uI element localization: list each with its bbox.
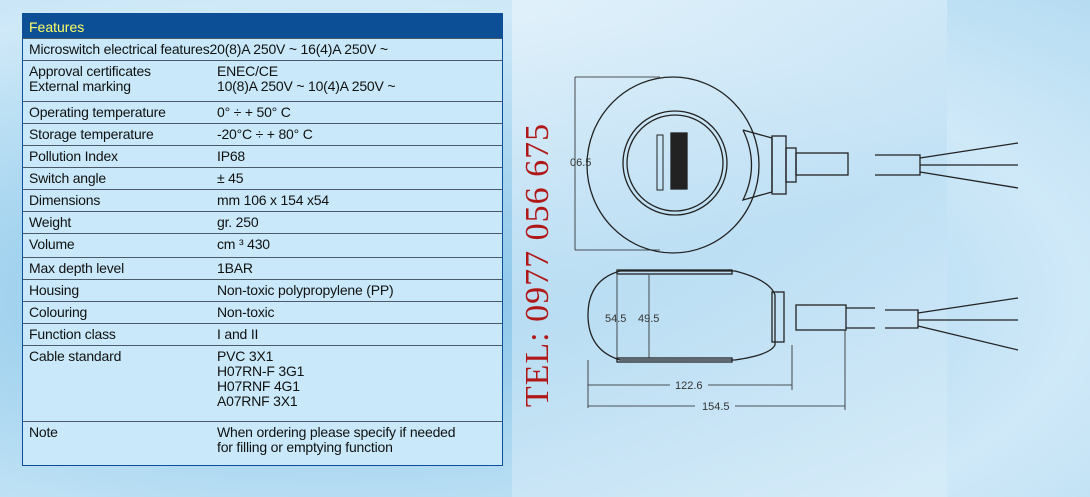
row-label: Function class [23,327,217,345]
text-line: Non-toxic [217,304,275,320]
row-label: Operating temperature [23,105,217,123]
text-line: Operating temperature [29,104,166,120]
dim-inner-height: 49.5 [638,313,659,325]
dim-outer-height: 54.5 [605,313,626,325]
table-row: Colouring Non-toxic [23,301,502,323]
text-line: 10(8)A 250V ~ 10(4)A 250V ~ [217,78,396,94]
text-line: -20°C ÷ + 80° C [217,126,313,142]
text-line: H07RNF 4G1 [217,378,300,394]
row-value: gr. 250 [217,215,502,233]
row-label: Note [23,425,217,465]
technical-drawing: 06.5 54.5 49.5 122.6 154.5 [570,76,1019,413]
text-line: gr. 250 [217,214,259,230]
text-line: 20(8)A 250V ~ 16(4)A 250V ~ [209,41,388,57]
text-line: Max depth level [29,260,125,276]
table-row: Weight gr. 250 [23,211,502,233]
dim-total-length: 154.5 [702,401,730,413]
row-label: Weight [23,215,217,233]
row-value: -20°C ÷ + 80° C [217,127,502,145]
row-value: Non-toxic [217,305,502,323]
table-row: Pollution Index IP68 [23,145,502,167]
text-line: Cable standard [29,348,122,364]
table-row: Storage temperature -20°C ÷ + 80° C [23,123,502,145]
row-label: Volume [23,237,217,257]
text-line: When ordering please specify if needed [217,424,456,440]
table-row: Operating temperature 0° ÷ + 50° C [23,101,502,123]
text-line: cm ³ 430 [217,236,270,252]
row-value: IP68 [217,149,502,167]
row-label: Colouring [23,305,217,323]
table-header: Features [23,14,502,38]
row-label: Microswitch electrical features [23,42,210,60]
text-line: Colouring [29,304,88,320]
text-line: External marking [29,78,131,94]
row-label: Dimensions [23,193,217,211]
phone-number: TEL: 0977 056 675 [519,122,556,408]
text-line: Note [29,424,58,440]
text-line: for filling or emptying function [217,439,393,455]
dim-body-length: 122.6 [675,380,703,392]
row-value: mm 106 x 154 x54 [217,193,502,211]
text-line: Switch angle [29,170,106,186]
dim-diameter: 06.5 [570,157,591,169]
text-line: Storage temperature [29,126,154,142]
row-value: 0° ÷ + 50° C [217,105,502,123]
text-line: Pollution Index [29,148,118,164]
text-line: Volume [29,236,75,252]
row-value: cm ³ 430 [217,237,502,257]
text-line: Non-toxic polypropylene (PP) [217,282,394,298]
table-row: Max depth level 1BAR [23,257,502,279]
text-line: 1BAR [217,260,253,276]
row-label: Max depth level [23,261,217,279]
row-value: 20(8)A 250V ~ 16(4)A 250V ~ [210,42,502,60]
table-row: Volume cm ³ 430 [23,233,502,257]
text-line: A07RNF 3X1 [217,393,298,409]
text-line: Dimensions [29,192,101,208]
text-line: Weight [29,214,72,230]
float-top-outline [586,76,760,254]
text-line: IP68 [217,148,245,164]
table-row: Housing Non-toxic polypropylene (PP) [23,279,502,301]
row-label: Pollution Index [23,149,217,167]
row-label: Cable standard [23,349,217,421]
row-label: Storage temperature [23,127,217,145]
table-row: Dimensions mm 106 x 154 x54 [23,189,502,211]
text-line: Housing [29,282,79,298]
text-line: Approval certificates [29,63,151,79]
text-line: PVC 3X1 [217,348,274,364]
table-row: Switch angle ± 45 [23,167,502,189]
drawing-background [512,0,947,497]
row-label: Housing [23,283,217,301]
row-value: Non-toxic polypropylene (PP) [217,283,502,301]
logo-mark [670,132,688,190]
text-line: H07RN-F 3G1 [217,363,305,379]
text-line: I and II [217,326,259,342]
text-line: Function class [29,326,116,342]
row-value: ± 45 [217,171,502,189]
text-line: 0° ÷ + 50° C [217,104,291,120]
row-value: I and II [217,327,502,345]
row-value: 1BAR [217,261,502,279]
row-label: Switch angle [23,171,217,189]
text-line: mm 106 x 154 x54 [217,192,329,208]
text-line: ± 45 [217,170,244,186]
text-line: ENEC/CE [217,63,278,79]
text-line: Microswitch electrical features [29,41,210,57]
table-row: Function class I and II [23,323,502,345]
features-table: Features Microswitch electrical features… [22,13,503,466]
table-row: Note When ordering please specify if need… [23,421,502,465]
